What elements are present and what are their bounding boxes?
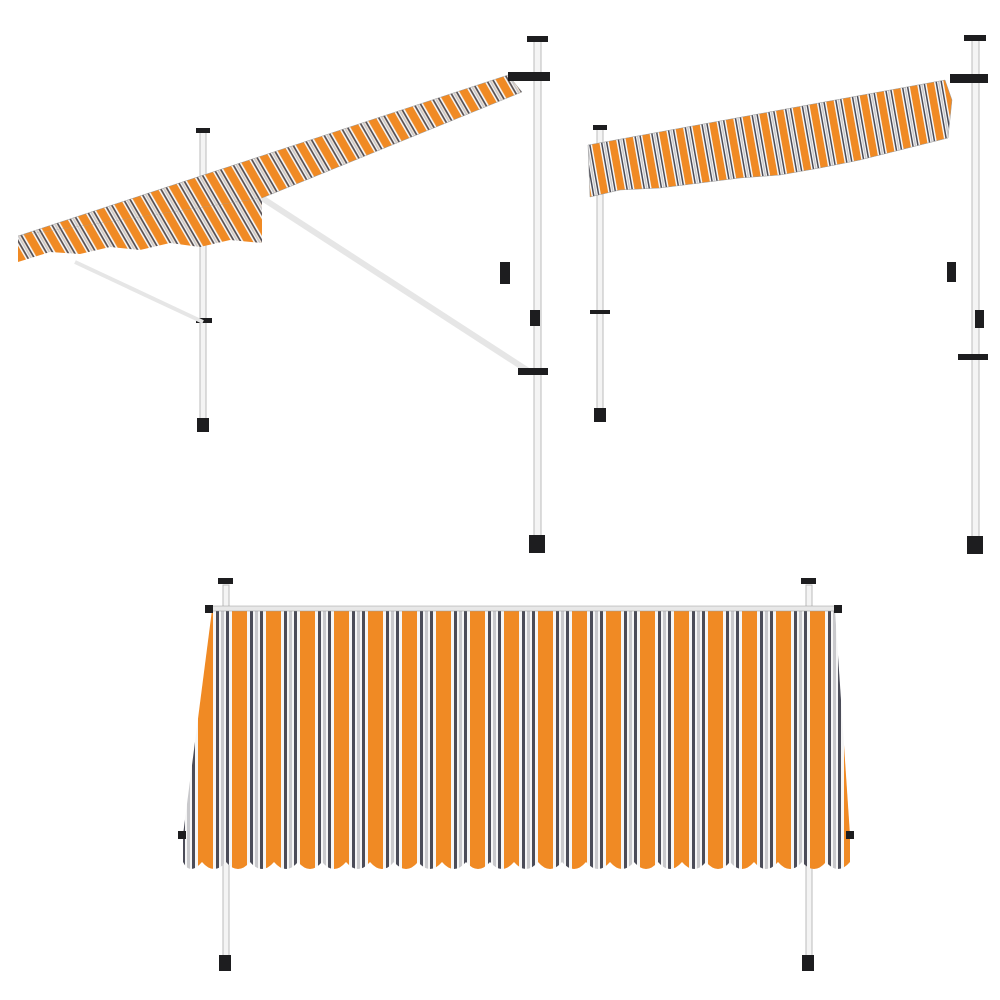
roller-bar	[207, 605, 841, 612]
support-arm	[260, 195, 532, 375]
awning-valance	[183, 835, 850, 869]
pole-foot	[219, 955, 231, 971]
pole-cap	[196, 128, 210, 133]
pole-cap	[218, 578, 233, 584]
awning-fabric	[17, 74, 523, 237]
awning-valance	[18, 198, 262, 262]
pole-foot	[967, 536, 983, 554]
support-arm	[74, 260, 204, 324]
awning-view-front	[178, 578, 854, 971]
pole-foot	[594, 408, 606, 422]
pole-cap	[964, 35, 986, 41]
pole	[533, 39, 542, 551]
awning-view-side-angled	[587, 35, 988, 554]
pole-foot	[197, 418, 209, 432]
pole-foot	[802, 955, 814, 971]
pole-cap	[801, 578, 816, 584]
roller-bracket	[950, 74, 988, 83]
awning-view-side-extended	[17, 36, 550, 553]
pole-foot	[529, 535, 545, 553]
awning-fabric	[183, 610, 850, 835]
roller-bracket	[508, 72, 550, 81]
awning-fabric	[587, 79, 953, 198]
pole	[971, 39, 980, 553]
pole-cap	[527, 36, 548, 42]
pole-cap	[593, 125, 607, 130]
